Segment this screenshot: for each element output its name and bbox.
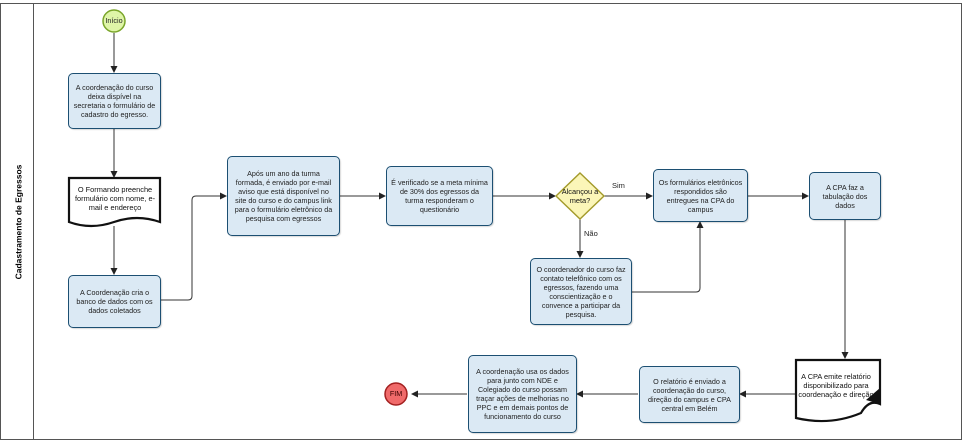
decision-diamond [554, 172, 606, 220]
edge-label-no: Não [584, 229, 598, 238]
doc-graduate-fills-form: O Formando preenche formulário com nome,… [74, 184, 156, 212]
step-create-database: A Coordenação cria o banco de dados com … [68, 275, 161, 328]
end-label: FIM [389, 389, 403, 398]
end-node [384, 382, 408, 406]
doc-report-issued: A CPA emite relatório disponibilizado pa… [798, 371, 874, 399]
edge-label-yes: Sim [612, 181, 625, 190]
step-make-form-available: A coordenação do curso deixa dispível na… [68, 73, 161, 129]
document-2-fold [866, 388, 880, 404]
step-phone-contact: O coordenador do curso faz contato telef… [530, 258, 632, 325]
lane-divider [33, 3, 34, 440]
edge-step5-step6 [632, 221, 704, 293]
start-label: Início [105, 16, 123, 25]
step-send-email-notice: Após um ano da turma formada, é enviado … [227, 156, 340, 236]
swimlane-frame [0, 3, 962, 440]
step-verify-target: É verificado se a meta mínima de 30% dos… [386, 166, 493, 226]
decision-label: Alcançou a meta? [561, 187, 599, 205]
document-shape-1 [67, 176, 162, 228]
step-send-report: O relatório é enviado a coordenação do c… [639, 366, 740, 423]
edge-step2-step3 [160, 192, 227, 301]
start-node [102, 9, 126, 33]
step-tabulate-data: A CPA faz a tabulação dos dados [809, 172, 881, 220]
step-forms-delivered: Os formulários eletrônicos respondidos s… [653, 169, 748, 222]
step-plan-improvements: A coordenação usa os dados para junto co… [468, 355, 577, 433]
